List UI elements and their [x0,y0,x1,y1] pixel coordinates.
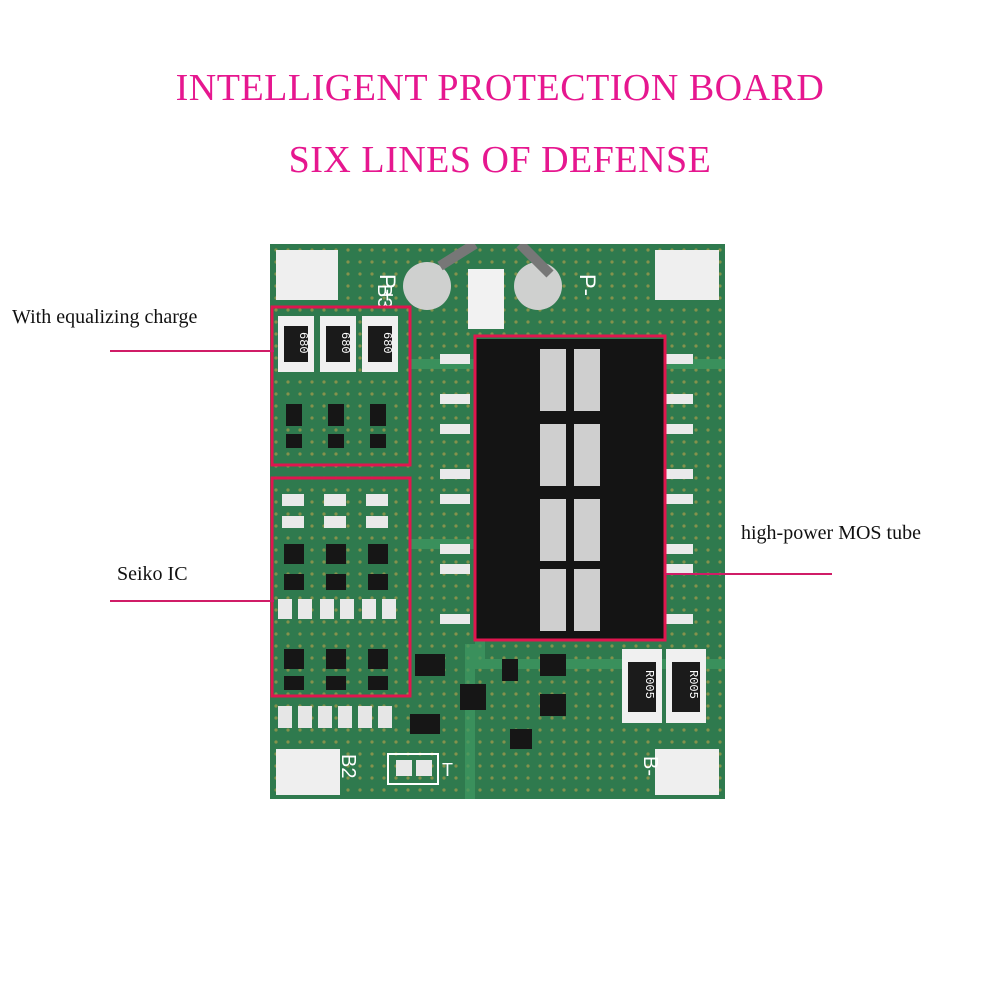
title-line-1: INTELLIGENT PROTECTION BOARD [175,67,825,109]
title-line-2: SIX LINES OF DEFENSE [288,139,712,181]
pad-b2 [276,749,340,795]
label-b-minus: B- [639,756,661,776]
label-p-plus: P+ [375,274,400,302]
callout-line-seiko-ic [110,600,274,602]
shunt-resistors: R005 R005 [622,649,706,723]
pad-b-minus [655,749,719,795]
shunt-code-2: R005 [686,670,700,699]
pad-p-minus [514,262,562,310]
resistor-code-2: 680 [338,332,352,354]
pad-top-right [655,250,719,300]
resistor-code-3: 680 [380,332,394,354]
callout-line-equalizing [110,350,274,352]
resistor-code-1: 680 [296,332,310,354]
equalizing-resistors: 680 680 680 [278,316,398,372]
callout-mos-tube: high-power MOS tube [741,522,921,544]
highlight-seiko-ic [270,476,412,698]
mos-tubes [440,339,693,639]
pad-p-plus [403,262,451,310]
callout-line-mos [665,573,832,575]
shunt-code-1: R005 [642,670,656,699]
callout-equalizing-charge: With equalizing charge [12,306,198,328]
label-b3: B3 [373,284,395,308]
highlight-equalizing [270,305,412,467]
seiko-ic-array [278,494,396,690]
pad-b3 [276,250,338,300]
protection-board-image: B3 P+ P- B2 B- T 680 680 680 [270,244,725,799]
label-p-minus: P- [575,274,600,296]
highlight-mos [473,334,667,642]
label-t: T [442,760,453,780]
callout-seiko-ic: Seiko IC [117,563,188,585]
label-b2: B2 [337,754,359,778]
